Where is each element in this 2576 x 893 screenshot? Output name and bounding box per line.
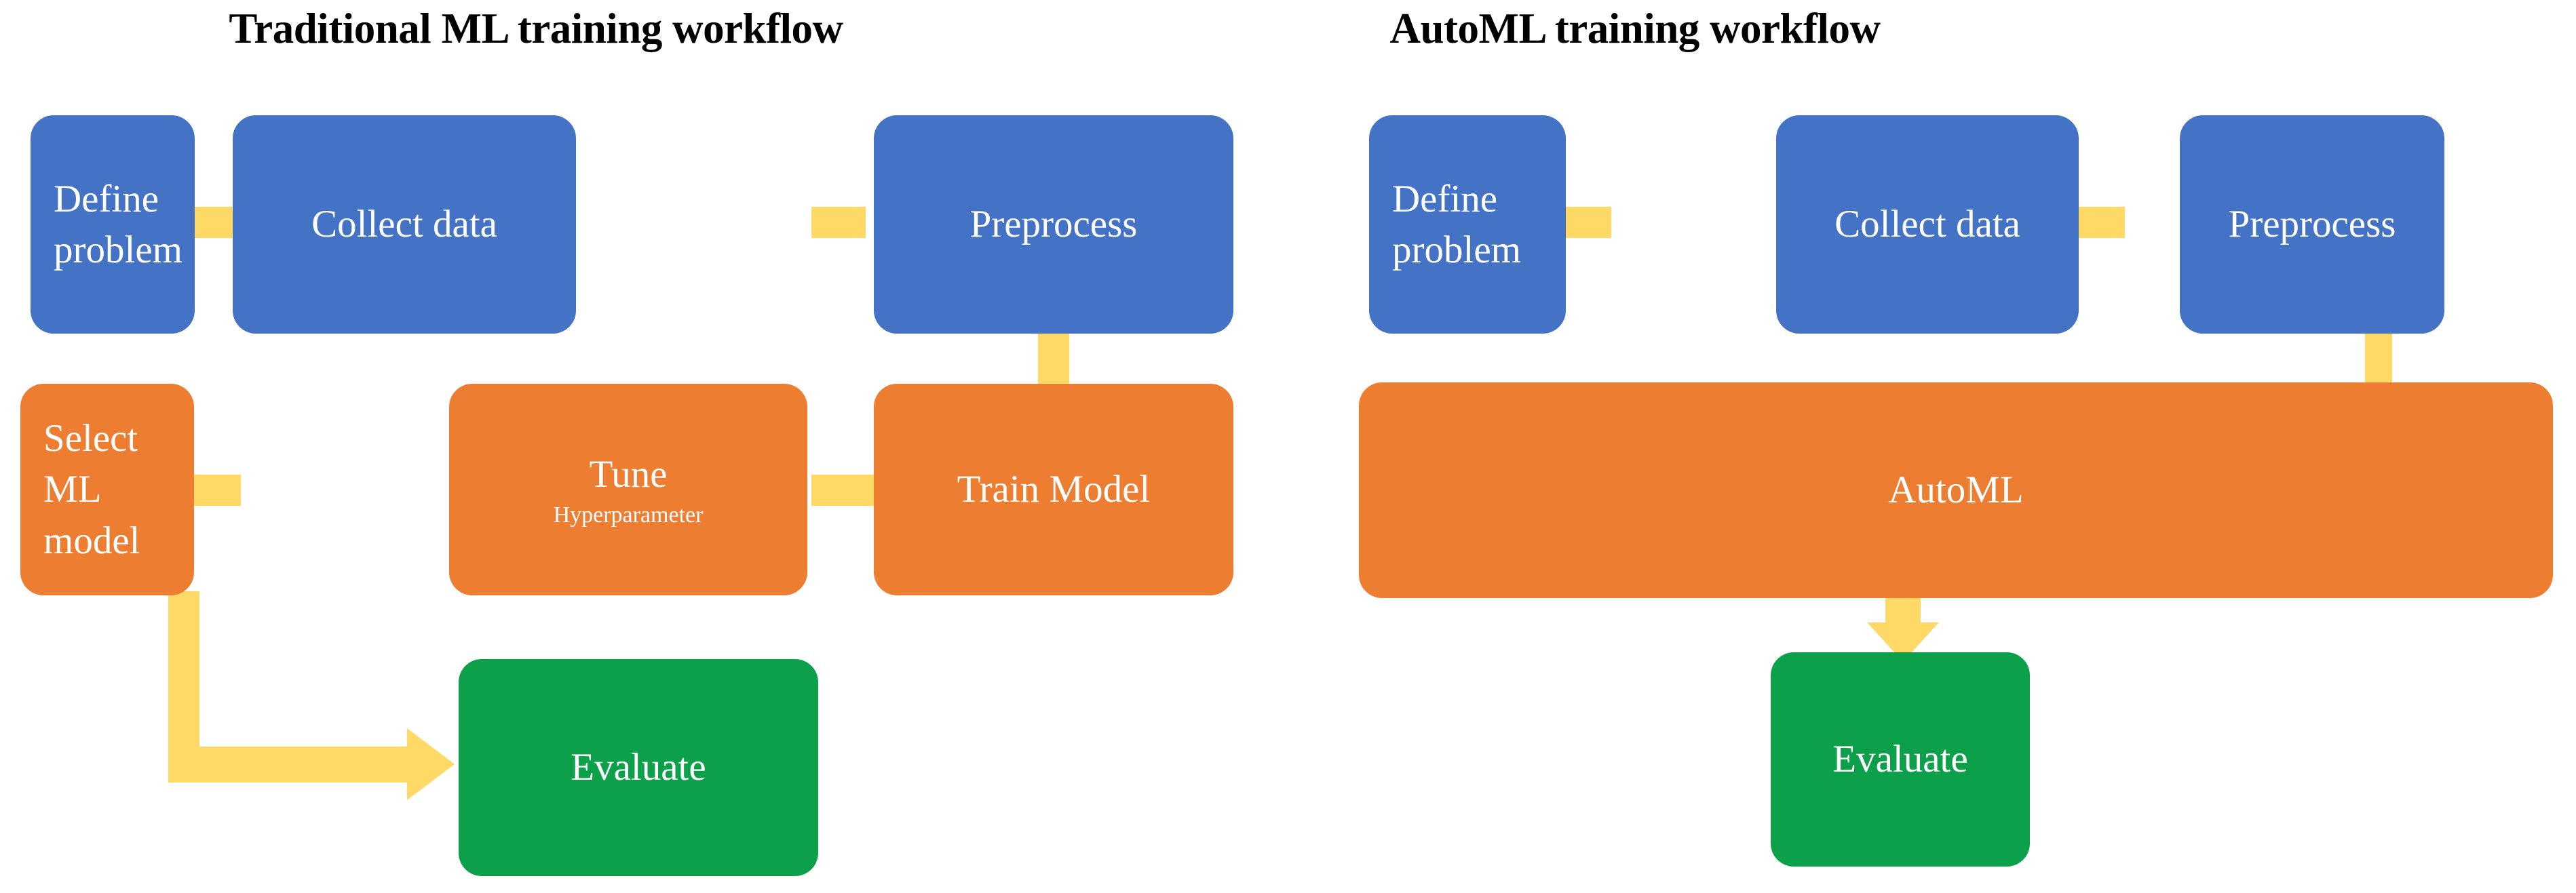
node-preprocess-2[interactable]: Preprocess [2180, 115, 2444, 334]
node-automl[interactable]: AutoML [1359, 382, 2553, 598]
arrow-head-to-evaluate-icon [407, 728, 455, 800]
connector-select-to-evaluate-horizontal [168, 747, 407, 782]
connector-define-to-collect [187, 207, 241, 238]
node-train-model[interactable]: Train Model [874, 384, 1233, 595]
connector-preprocess-to-train [1038, 330, 1069, 391]
node-preprocess-label: Preprocess [969, 203, 1138, 246]
node-preprocess[interactable]: Preprocess [874, 115, 1233, 334]
node-tune-primary-label: Tune [589, 453, 668, 496]
connector-tune-to-train [811, 475, 879, 506]
node-evaluate-2[interactable]: Evaluate [1771, 652, 2030, 867]
node-define-problem-label: Define problem [54, 177, 182, 271]
node-collect-data-2[interactable]: Collect data [1776, 115, 2079, 334]
connector-define2-to-collect2 [1557, 207, 1611, 238]
node-select-ml-model[interactable]: Select ML model [20, 384, 194, 595]
node-automl-label: AutoML [1888, 469, 2024, 512]
node-define-problem-2-label: Define problem [1392, 177, 1521, 271]
connector-select-to-tune [187, 475, 241, 506]
connector-preprocess2-to-automl [2365, 330, 2392, 385]
node-tune-hyperparameter[interactable]: Tune Hyperparameter [449, 384, 807, 595]
connector-collect2-to-preprocess2 [2071, 207, 2125, 238]
panel-title-traditional: Traditional ML training workflow [229, 5, 843, 52]
node-tune-sublabel: Hyperparameter [553, 502, 704, 528]
node-collect-data-2-label: Collect data [1834, 203, 2020, 246]
node-collect-data[interactable]: Collect data [233, 115, 576, 334]
node-evaluate-2-label: Evaluate [1832, 738, 1968, 781]
node-tune-label: Tune Hyperparameter [554, 449, 704, 530]
node-select-ml-model-label: Select ML model [43, 417, 140, 562]
node-train-model-label: Train Model [957, 468, 1151, 511]
connector-collect-to-preprocess [811, 207, 866, 238]
node-evaluate[interactable]: Evaluate [459, 659, 818, 876]
panel-title-automl: AutoML training workflow [1389, 5, 1881, 52]
node-collect-data-label: Collect data [311, 203, 497, 246]
node-define-problem-2[interactable]: Define problem [1369, 115, 1566, 334]
connector-automl-to-evaluate2 [1885, 597, 1921, 625]
node-preprocess-2-label: Preprocess [2228, 203, 2396, 246]
node-define-problem[interactable]: Define problem [31, 115, 195, 334]
node-evaluate-label: Evaluate [571, 746, 706, 789]
